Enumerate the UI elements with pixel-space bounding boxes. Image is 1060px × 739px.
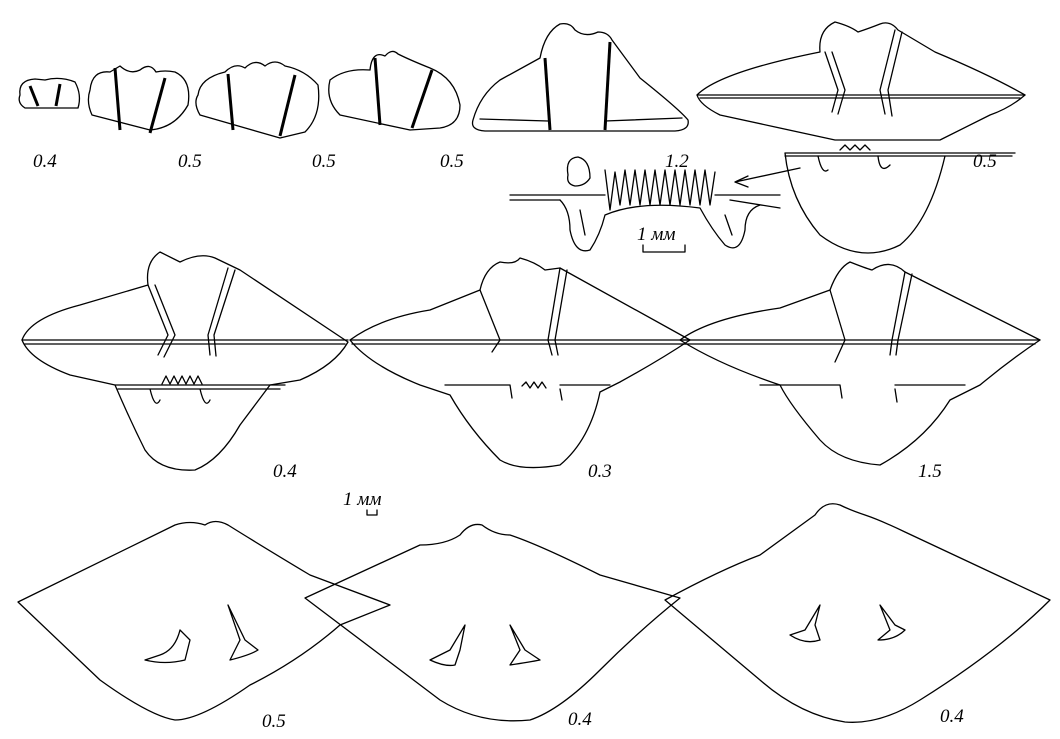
- inset-detail: [509, 156, 781, 253]
- specimen-row1-4: [328, 50, 461, 131]
- specimen-row2-2: [349, 257, 691, 469]
- pointer-arrow: [734, 167, 801, 188]
- specimen-row3-1: [17, 520, 391, 721]
- specimen-row1-2: [87, 65, 190, 134]
- label-row2-2: 0.3: [588, 461, 612, 482]
- label-row1-2: 0.5: [178, 151, 202, 172]
- label-row1-4: 0.5: [440, 151, 464, 172]
- scale-label-inset: 1 мм: [637, 224, 676, 245]
- label-row1-5: 1.2: [665, 151, 689, 172]
- label-row3-3: 0.4: [940, 706, 964, 727]
- scale-bar-main: [366, 509, 378, 516]
- specimen-row1-5: [471, 22, 689, 132]
- label-row1-6: 0.5: [973, 151, 997, 172]
- label-row2-1: 0.4: [273, 461, 297, 482]
- label-row3-1: 0.5: [262, 711, 286, 732]
- label-row3-2: 0.4: [568, 709, 592, 730]
- label-row2-3: 1.5: [918, 461, 942, 482]
- specimen-row3-2: [304, 523, 681, 722]
- specimen-row1-6: [696, 21, 1026, 254]
- specimen-row1-3: [195, 61, 320, 139]
- label-row1-3: 0.5: [312, 151, 336, 172]
- label-row1-1: 0.4: [33, 151, 57, 172]
- specimen-row2-3: [679, 261, 1041, 466]
- specimen-row1-1: [18, 77, 81, 109]
- specimen-row3-3: [664, 503, 1051, 723]
- specimen-row2-1: [21, 251, 349, 471]
- scale-label-main: 1 мм: [343, 489, 382, 510]
